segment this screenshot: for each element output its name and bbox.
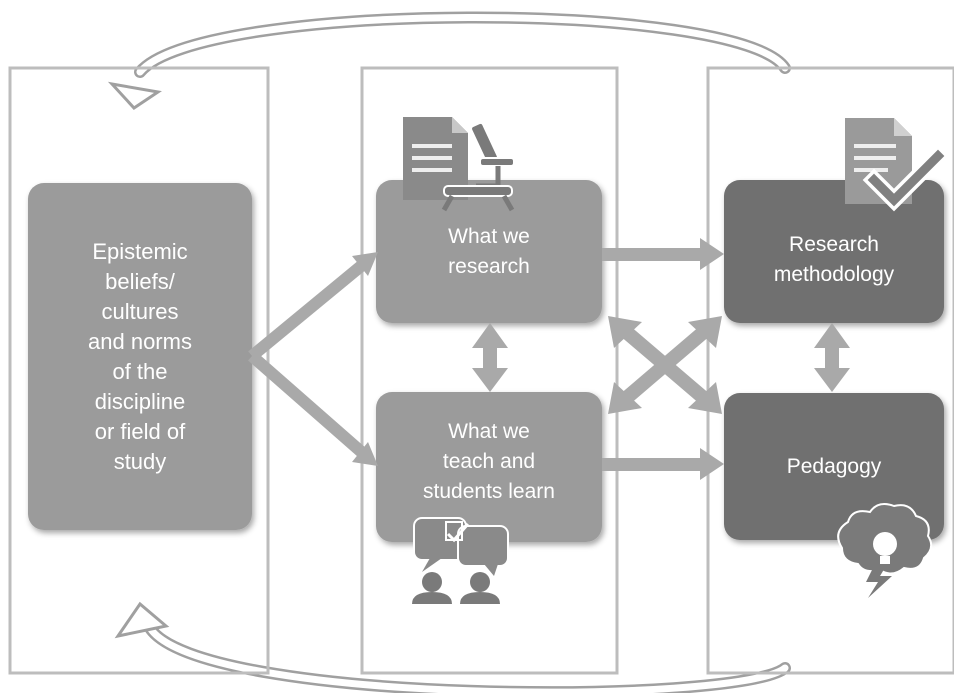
double-arrow-methodology-pedagogy [814, 323, 850, 392]
arrow-epistemic-to-teach [248, 351, 378, 466]
what-we-research-label: What we research [448, 224, 530, 278]
document-microscope-icon [403, 117, 515, 212]
epistemic-box-label: Epistemic beliefs/ cultures and norms of… [88, 238, 192, 474]
bottom-feedback-loop-arrow [114, 601, 791, 693]
research-methodology-box [724, 180, 944, 323]
middle-column-panel [360, 66, 619, 675]
arrow-epistemic-to-research [248, 252, 378, 361]
pedagogy-label: Pedagogy [786, 454, 882, 478]
what-we-research-box [376, 180, 602, 323]
cross-double-arrows [608, 316, 722, 414]
top-feedback-loop-arrow [107, 11, 791, 110]
arrow-research-to-methodology [602, 238, 724, 270]
research-methodology-label: Research methodology [773, 233, 895, 286]
what-we-teach-label: What we teach and students learn [423, 420, 555, 503]
pedagogy-box [724, 393, 944, 540]
what-we-teach-box [376, 392, 602, 542]
document-checkmark-icon [845, 118, 950, 212]
speech-bubble-people-icon [412, 517, 509, 604]
brain-lightbulb-icon [837, 503, 933, 598]
double-arrow-research-teach [472, 323, 508, 392]
arrow-teach-to-pedagogy [602, 448, 724, 480]
epistemic-box [28, 183, 252, 530]
right-column-panel [706, 66, 954, 675]
